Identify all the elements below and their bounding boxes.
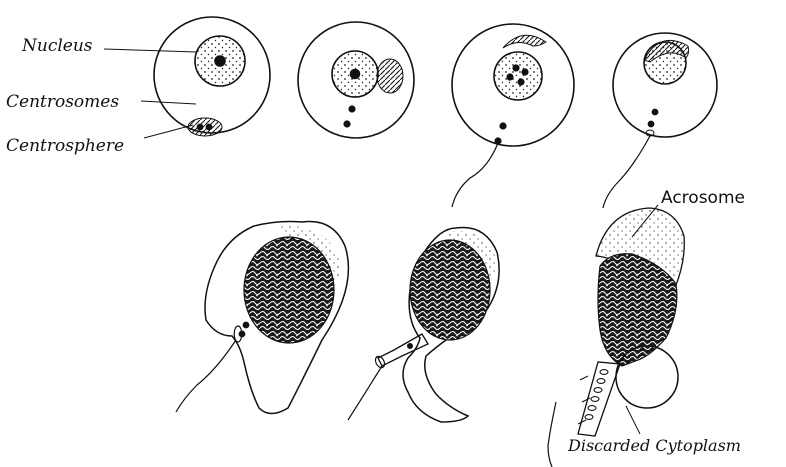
stage-4-flagellum [603, 136, 650, 208]
stage-2-cell [298, 22, 414, 138]
stage-5-spermatid [176, 222, 348, 414]
stage-1-centrosphere [188, 118, 222, 136]
stage-3-cell [452, 24, 574, 207]
centrosomes-label: Centrosomes [6, 92, 119, 112]
stage-7-flagellum [548, 402, 556, 467]
centrosomes-leader-line [141, 101, 196, 104]
discarded-cytoplasm-label: Discarded Cytoplasm [568, 436, 741, 455]
stage-4-nucleus [644, 42, 686, 84]
stage-6-flagellum [348, 366, 382, 420]
discarded-cytoplasm-leader-line [626, 406, 640, 434]
stage-2-acrosome-granule [377, 59, 403, 93]
nucleus-leader-line [104, 49, 196, 52]
centrosphere-leader-line [144, 125, 193, 138]
nucleus-label: Nucleus [22, 36, 93, 56]
stage-5-nucleus [244, 237, 334, 343]
stage-4-cell [603, 33, 717, 208]
stage-1-cell [154, 17, 270, 136]
stage-6-nucleus [410, 240, 490, 340]
stage-3-flagellum [452, 143, 498, 207]
stage-3-nucleus [494, 52, 542, 100]
centrosphere-label: Centrosphere [6, 136, 124, 156]
stage-5-flagellum [176, 340, 236, 412]
stage-3-acrosome-cap [503, 35, 546, 48]
stage-7-sperm [548, 208, 684, 467]
stage-6-spermatid [348, 228, 499, 423]
acrosome-label: Acrosome [661, 188, 745, 208]
